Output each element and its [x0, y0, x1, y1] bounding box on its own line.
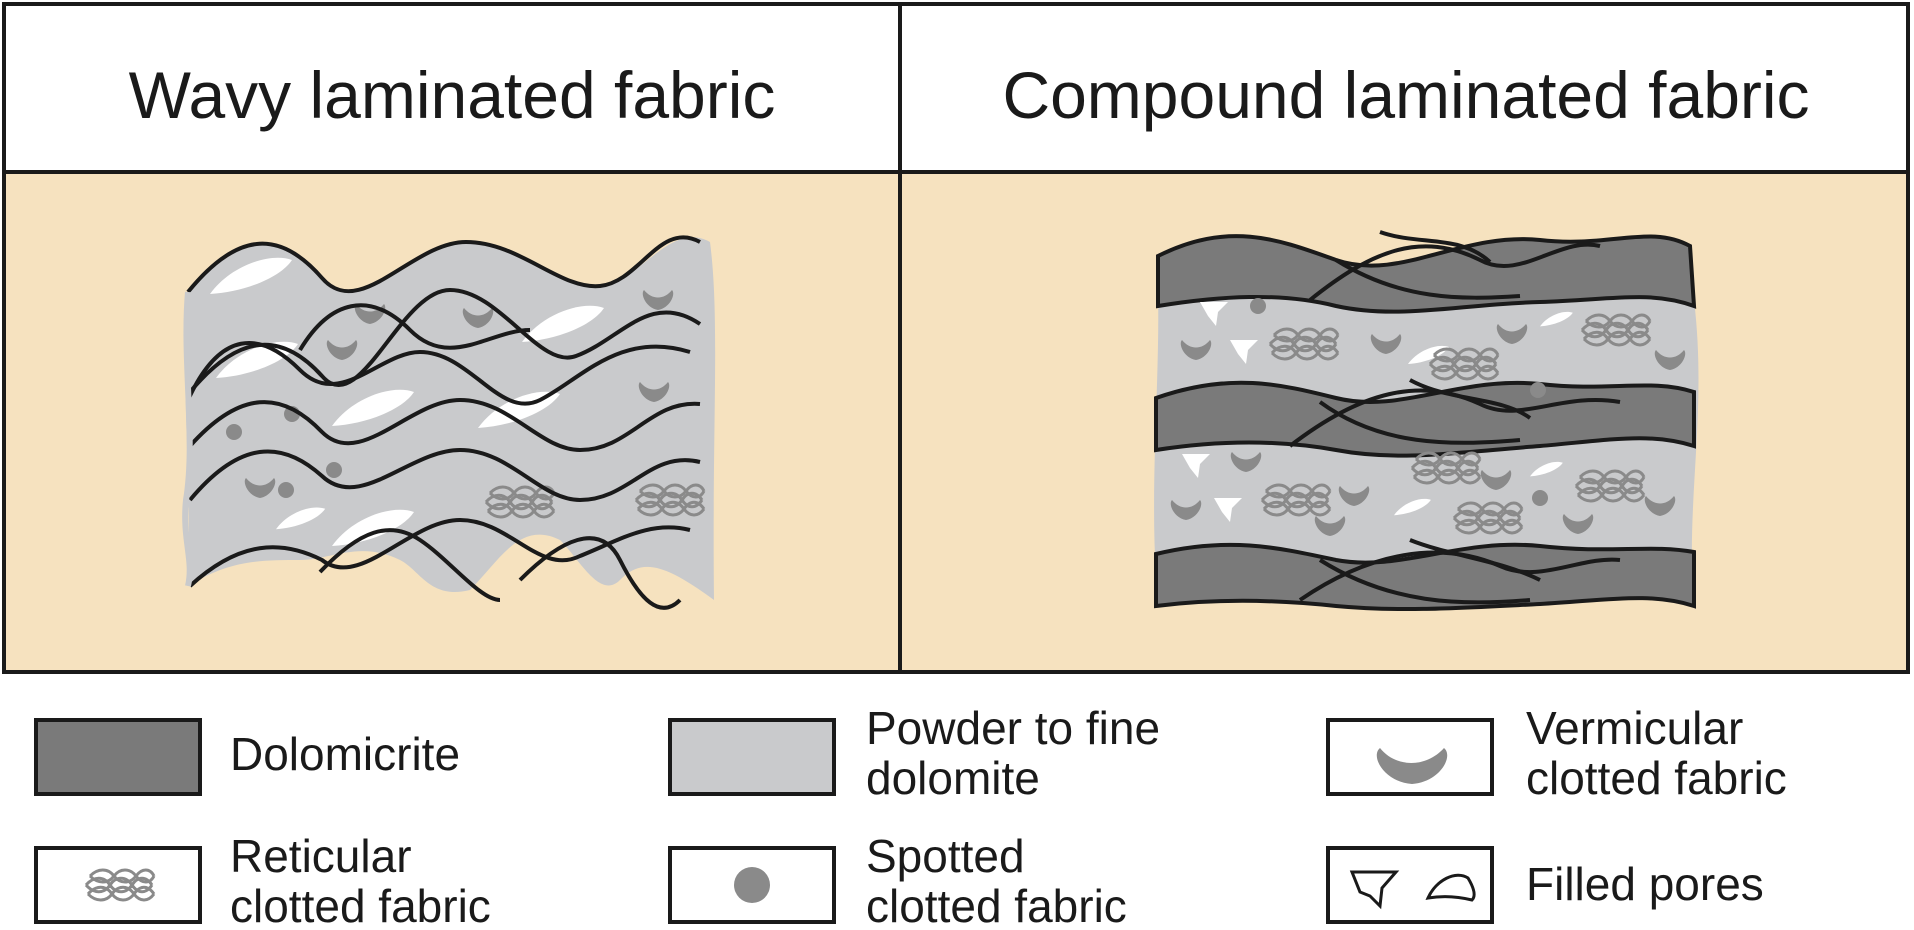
powder-dolomite-swatch: [668, 718, 836, 796]
right-panel-title: Compound laminated fabric: [1002, 58, 1809, 132]
dolomicrite-band-bottom: [1154, 542, 1696, 612]
legend-label-dolomicrite: Dolomicrite: [230, 728, 460, 780]
filled-pores-icon: [1349, 870, 1400, 910]
legend-label-powder-line2: dolomite: [866, 752, 1040, 804]
legend-label-spotted-line2: clotted fabric: [866, 880, 1127, 930]
legend-label-vermicular-line2: clotted fabric: [1526, 752, 1787, 804]
dolomicrite-swatch: [34, 718, 202, 796]
legend: Dolomicrite Powder to fine dolomite Verm…: [34, 702, 1787, 930]
left-panel-title: Wavy laminated fabric: [129, 58, 776, 132]
dolomicrite-band-middle: [1154, 380, 1696, 458]
filled-pores-lens-icon: [1425, 873, 1476, 902]
legend-label-reticular-line1: Reticular: [230, 830, 412, 882]
legend-label-reticular-line2: clotted fabric: [230, 880, 491, 930]
legend-label-pores: Filled pores: [1526, 858, 1764, 910]
legend-label-vermicular-line1: Vermicular: [1526, 702, 1743, 754]
spotted-clot-icon: [734, 867, 770, 903]
legend-label-powder-line1: Powder to fine: [866, 702, 1160, 754]
wavy-laminated-fabric: [182, 235, 716, 610]
vermicular-clot-icon: [1376, 748, 1448, 784]
legend-label-spotted-line1: Spotted: [866, 830, 1025, 882]
reticular-clot-box: [34, 846, 202, 924]
compound-laminated-fabric: [1154, 230, 1699, 612]
